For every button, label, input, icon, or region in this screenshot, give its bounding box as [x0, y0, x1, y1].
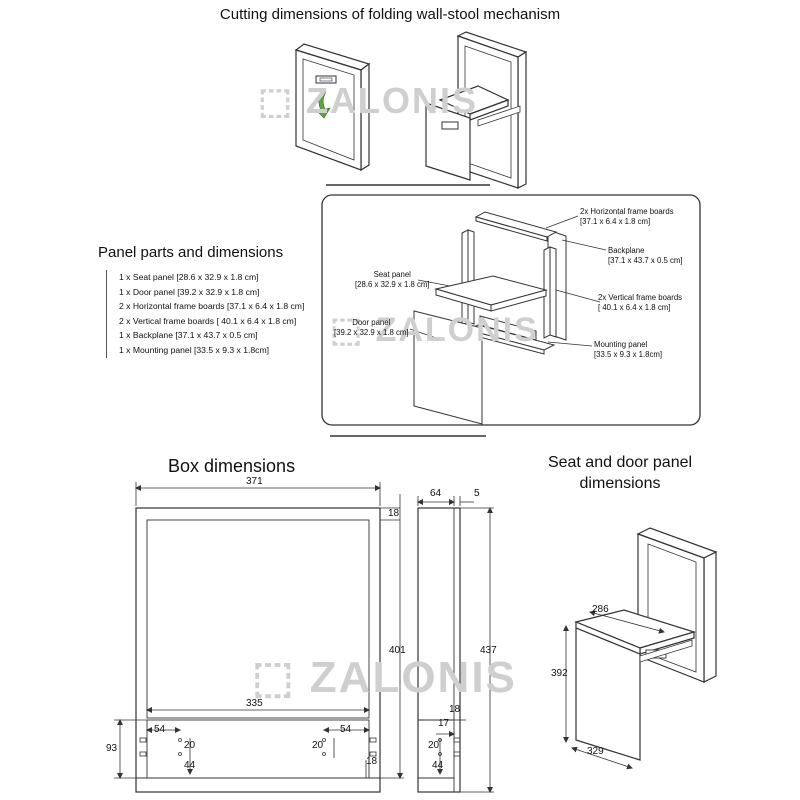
- watermark-logo-bottom: ⬚ ZALONIS: [252, 653, 517, 702]
- dim-right-offset: 54: [340, 724, 352, 735]
- label-door-panel: Door panel[39.2 x 32.9 x 1.8 cm]: [334, 318, 409, 337]
- seat-door-illustration: [574, 527, 718, 761]
- watermark-logo-middle: ⬚ ZALONIS: [330, 311, 539, 349]
- dim-bottom-board: 18: [366, 756, 378, 767]
- dim-side-depth: 64: [430, 488, 442, 499]
- box-front-view: [135, 507, 381, 793]
- dim-side-inset: 17: [438, 718, 450, 729]
- list-item: 2 x Vertical frame boards [ 40.1 x 6.4 x…: [119, 315, 297, 326]
- dim-door-height: 392: [551, 668, 568, 679]
- dim-hole-spacing-right: 20: [312, 740, 324, 751]
- dim-inner-width: 335: [246, 698, 263, 709]
- dim-door-width: 329: [587, 746, 604, 757]
- dim-hole-drop: 44: [184, 760, 196, 771]
- dim-side-hole-spacing: 20: [428, 740, 440, 751]
- page-title: Cutting dimensions of folding wall-stool…: [219, 6, 561, 23]
- dim-hole-spacing-left: 20: [184, 740, 196, 751]
- dim-side-backplane: 5: [474, 488, 480, 499]
- dim-side-hole-drop: 44: [432, 760, 444, 771]
- list-item: 1 x Mounting panel [33.5 x 9.3 x 1.8cm]: [119, 344, 270, 355]
- dim-seat-depth: 286: [592, 604, 609, 615]
- seat-door-heading: Seat and door panel dimensions: [547, 454, 693, 492]
- box-front-dimension-lines: [114, 482, 404, 779]
- dim-top-board: 18: [388, 508, 400, 519]
- exploded-view-illustration: [413, 211, 567, 425]
- dim-side-board: 18: [449, 704, 461, 715]
- panel-parts-list: 1 x Seat panel [28.6 x 32.9 x 1.8 cm] 1 …: [106, 270, 304, 358]
- panel-parts-heading: Panel parts and dimensions: [98, 244, 284, 261]
- exploded-leader-lines: [409, 215, 607, 347]
- box-side-mount-holes: [438, 737, 461, 757]
- dim-side-height: 437: [480, 645, 497, 656]
- dim-box-width: 371: [246, 476, 263, 487]
- box-side-dimension-lines: [417, 496, 494, 793]
- box-front-mount-holes: [139, 737, 377, 757]
- dim-mount-height: 93: [106, 743, 118, 754]
- label-backplane: Backplane[37.1 x 43.7 x 0.5 cm]: [608, 246, 683, 265]
- label-vertical-frame: 2x Vertical frame boards[ 40.1 x 6.4 x 1…: [598, 293, 683, 312]
- label-horizontal-frame: 2x Horizontal frame boards[37.1 x 6.4 x …: [580, 207, 674, 226]
- list-item: 1 x Backplane [37.1 x 43.7 x 0.5 cm]: [119, 330, 258, 341]
- dim-box-height: 401: [389, 645, 406, 656]
- list-item: 1 x Door panel [39.2 x 32.9 x 1.8 cm]: [119, 286, 260, 297]
- list-item: 1 x Seat panel [28.6 x 32.9 x 1.8 cm]: [119, 272, 259, 282]
- seat-dimension-lines: [563, 610, 665, 770]
- label-seat-panel: Seat panel[28.6 x 32.9 x 1.8 cm]: [355, 270, 430, 289]
- label-mounting-panel: Mounting panel[33.5 x 9.3 x 1.8cm]: [594, 340, 663, 359]
- open-unit-illustration: [425, 31, 528, 189]
- watermark-logo-top: ⬚ ZALONIS: [258, 80, 479, 121]
- dim-left-offset: 54: [154, 724, 166, 735]
- fold-down-arrow-icon: [315, 89, 331, 119]
- list-item: 2 x Horizontal frame boards [37.1 x 6.4 …: [119, 301, 305, 312]
- box-side-view: [417, 507, 461, 793]
- box-dimensions-heading: Box dimensions: [168, 456, 296, 476]
